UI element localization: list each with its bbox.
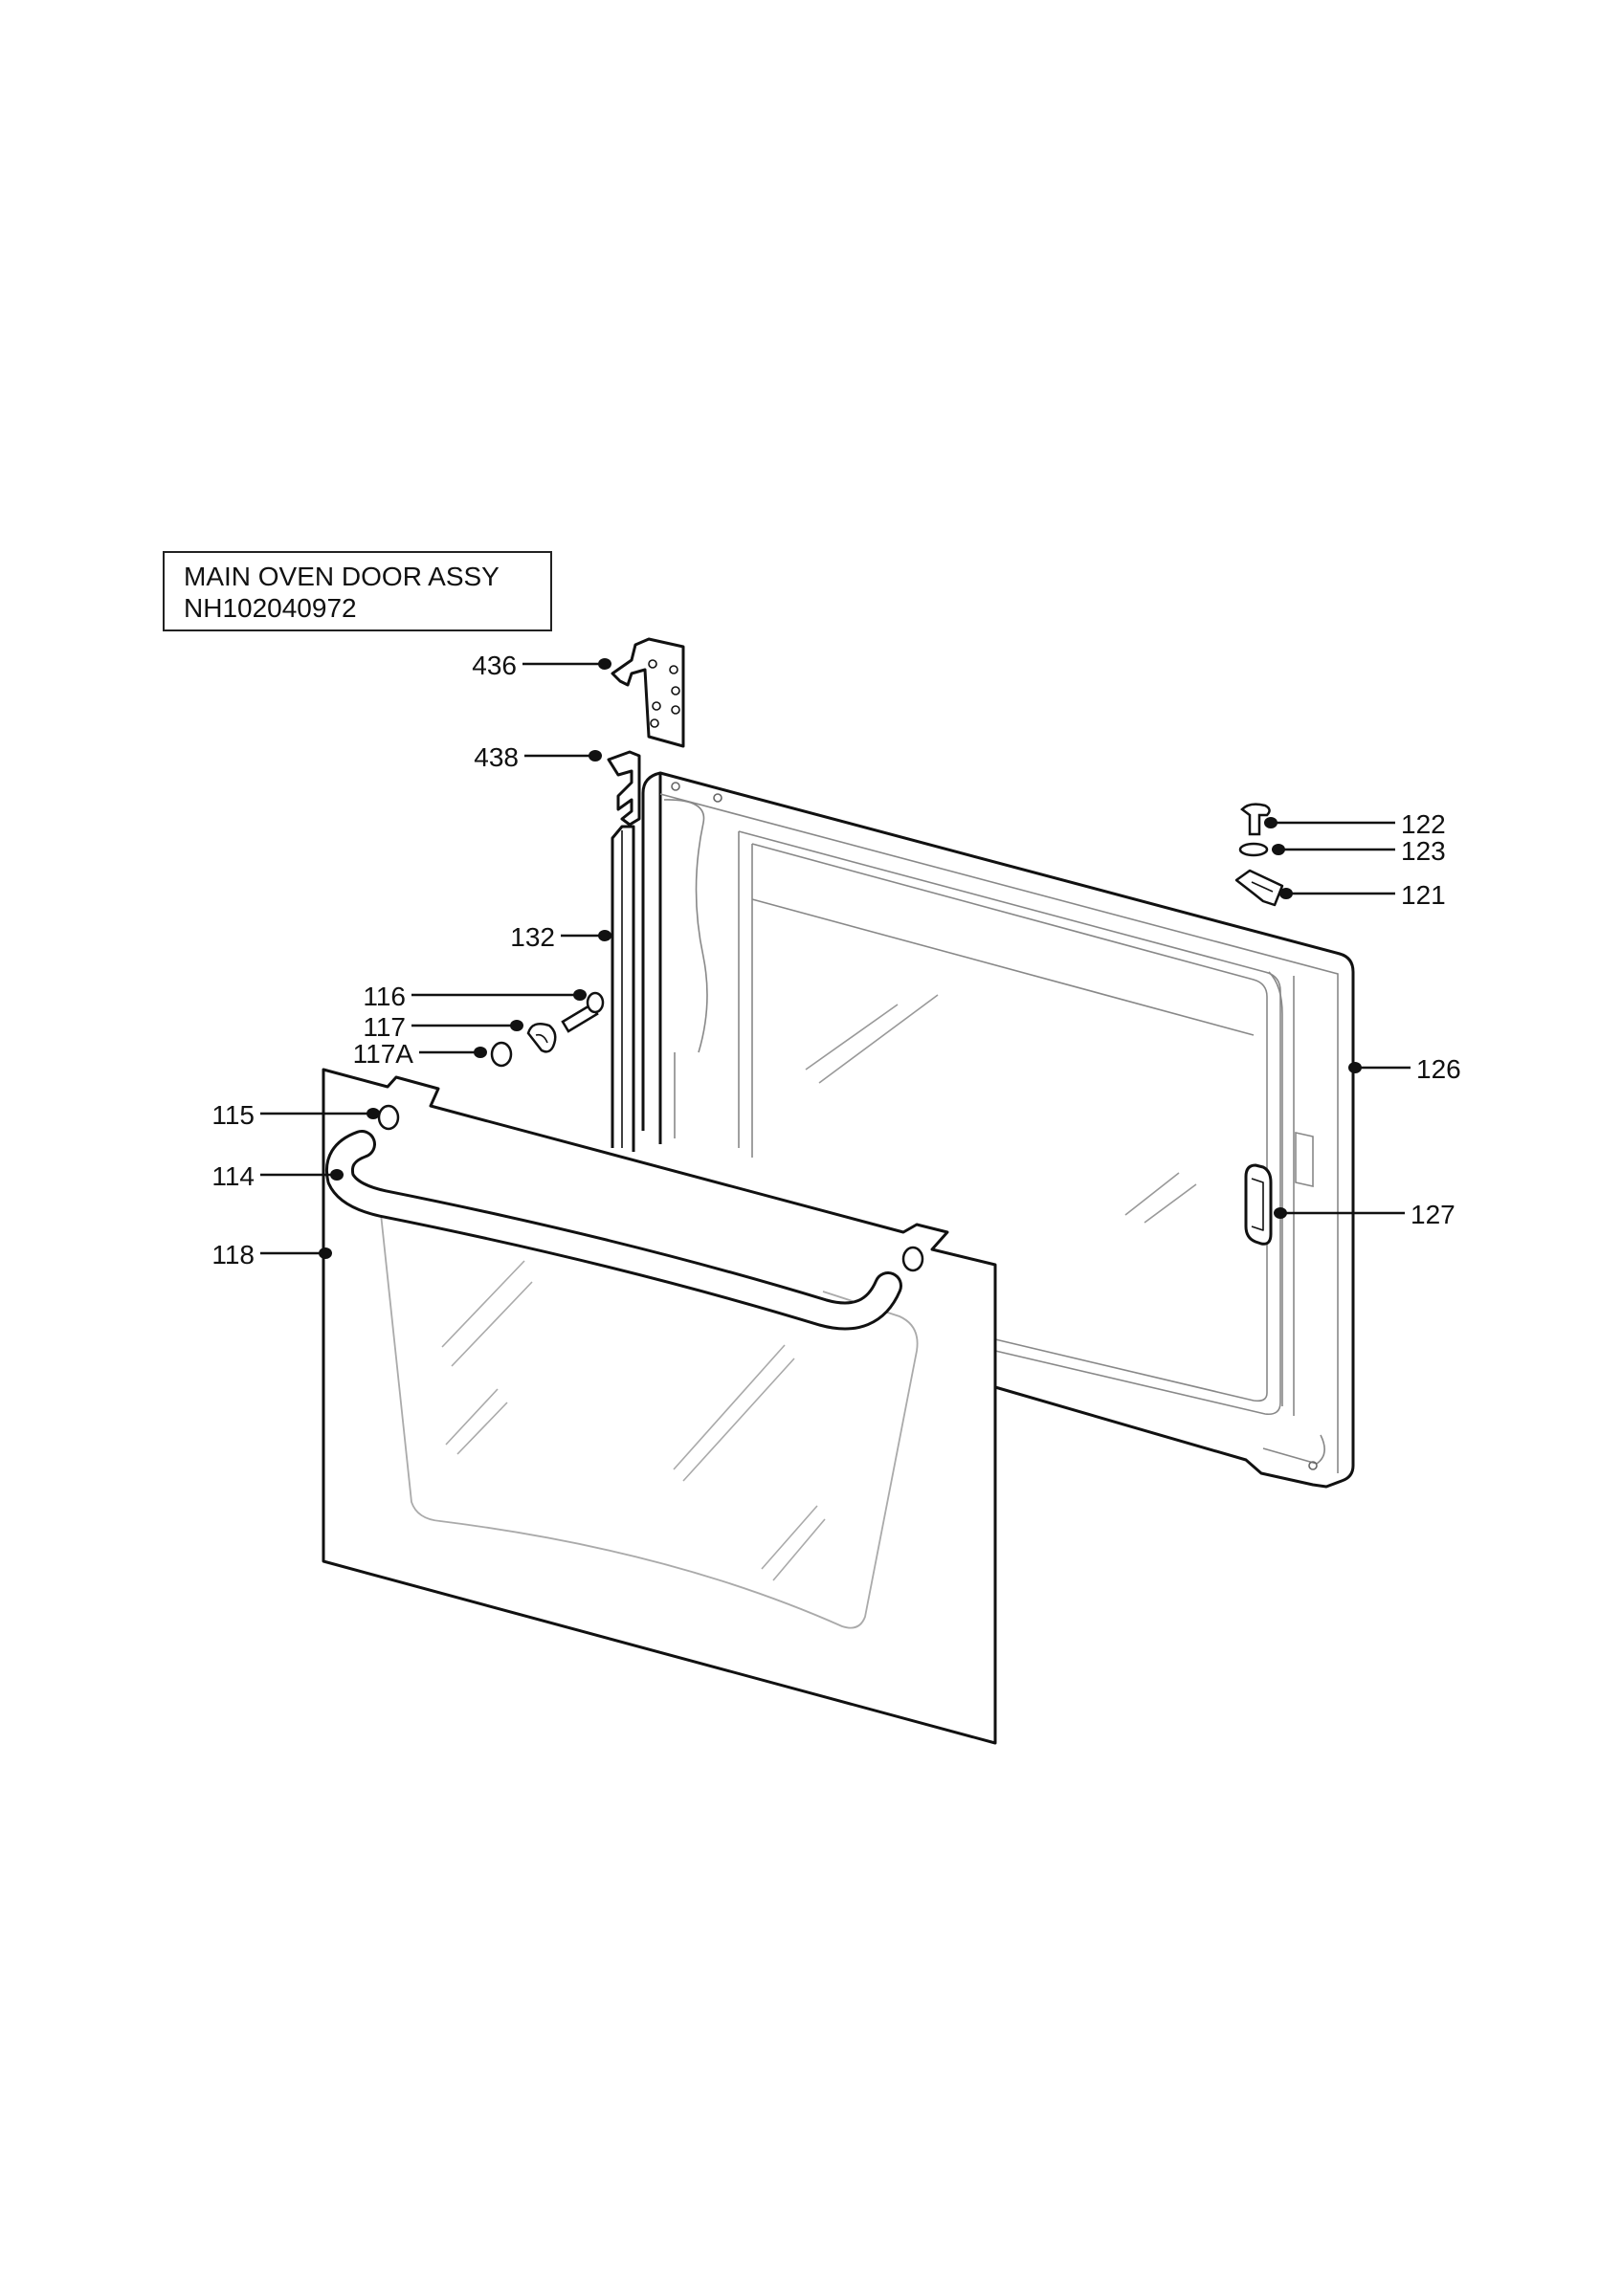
end-cap-117: [526, 1023, 557, 1053]
title-box: MAIN OVEN DOOR ASSY NH102040972: [163, 551, 552, 631]
diagram-title: MAIN OVEN DOOR ASSY: [184, 562, 500, 591]
callout-126: 126: [1348, 1054, 1461, 1084]
callout-438: 438: [474, 742, 602, 772]
callout-label-436: 436: [472, 651, 517, 680]
callout-123: 123: [1272, 836, 1446, 866]
washer-123: [1238, 842, 1269, 857]
callout-label-117: 117: [363, 1012, 406, 1042]
callout-label-126: 126: [1416, 1054, 1461, 1084]
callout-label-132: 132: [510, 922, 555, 952]
clip-121: [1234, 869, 1284, 907]
hinge-bracket: [607, 750, 641, 827]
callout-132: 132: [510, 922, 611, 952]
screw-122: [1240, 803, 1271, 836]
callout-label-117a: 117A: [353, 1039, 414, 1069]
callout-label-114: 114: [211, 1161, 255, 1191]
outer-door-panel: [322, 1068, 997, 1745]
end-cap-117a: [490, 1041, 513, 1068]
screw-116: [561, 991, 605, 1033]
outer-glass-outline: [378, 1195, 919, 1629]
callout-117a: 117A: [353, 1039, 487, 1069]
callout-127: 127: [1274, 1200, 1455, 1229]
callout-122: 122: [1264, 809, 1446, 839]
callout-label-438: 438: [474, 742, 519, 772]
callout-114: 114: [211, 1161, 344, 1191]
callout-117: 117: [363, 1012, 523, 1042]
callout-436: 436: [472, 651, 611, 680]
callout-label-115: 115: [211, 1100, 255, 1130]
callout-115: 115: [211, 1100, 380, 1130]
door-hinge-upper: [611, 637, 685, 748]
callout-label-118: 118: [211, 1240, 255, 1269]
callout-label-121: 121: [1401, 880, 1446, 910]
callout-label-123: 123: [1401, 836, 1446, 866]
callout-118: 118: [211, 1240, 332, 1269]
door-latch: [1244, 1163, 1273, 1246]
part-number: NH102040972: [184, 593, 357, 623]
outer-glass-reflections: [441, 1260, 826, 1581]
callout-121: 121: [1279, 880, 1446, 910]
callout-label-122: 122: [1401, 809, 1446, 839]
inner-panel-screws: [671, 782, 1318, 1470]
door-seal-strip: [611, 825, 635, 1152]
callout-label-116: 116: [363, 982, 406, 1011]
inner-glass-reflections: [805, 994, 1197, 1224]
handle-end-caps: [377, 1104, 924, 1272]
inner-door-panel: [641, 771, 1355, 1489]
callout-116: 116: [363, 982, 587, 1011]
callout-label-127: 127: [1411, 1200, 1455, 1229]
